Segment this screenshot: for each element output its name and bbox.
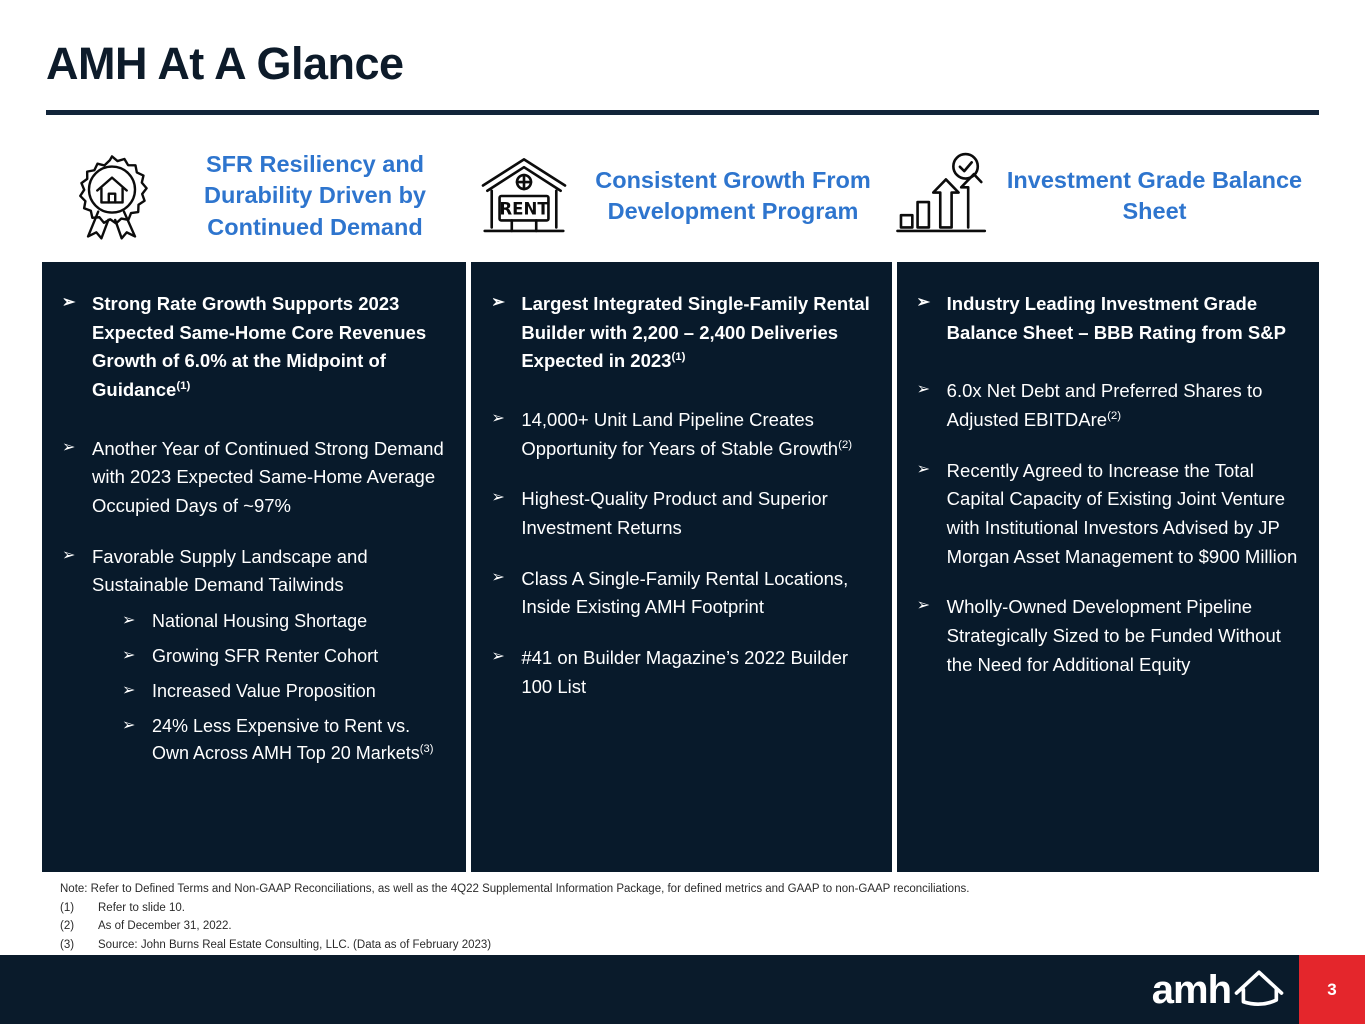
content-panels: ➢ Strong Rate Growth Supports 2023 Expec… [42, 262, 1319, 872]
footer-bar [0, 955, 1365, 1024]
footnote-ref: (3) [419, 743, 434, 756]
sub-list-item: ➢ Growing SFR Renter Cohort [120, 643, 448, 670]
footnote-ref: (2) [1107, 409, 1122, 422]
house-rent-sign-icon: RENT [476, 148, 572, 244]
list-item: ➢ 6.0x Net Debt and Preferred Shares to … [915, 377, 1301, 434]
chevron-bullet-icon: ➢ [491, 568, 505, 586]
column-headers: SFR Resiliency and Durability Driven by … [42, 132, 1319, 260]
sub-list-item: ➢ National Housing Shortage [120, 608, 448, 635]
page-number-block: 3 [1299, 955, 1365, 1024]
footnote-text: Source: John Burns Real Estate Consultin… [98, 938, 492, 951]
list-item-text: Largest Integrated Single-Family Rental … [521, 293, 870, 372]
footnotes: Note: Refer to Defined Terms and Non-GAA… [60, 880, 1260, 955]
list-item: ➢ Recently Agreed to Increase the Total … [915, 457, 1301, 572]
list-item-text: Recently Agreed to Increase the Total Ca… [946, 459, 1298, 567]
footnote-text: As of December 31, 2022. [98, 920, 232, 933]
list-item: ➢ Strong Rate Growth Supports 2023 Expec… [60, 290, 448, 405]
column-header-2-label: Consistent Growth From Development Progr… [595, 166, 871, 224]
sub-list-item: ➢ 24% Less Expensive to Rent vs. Own Acr… [120, 713, 448, 767]
title-divider [46, 110, 1319, 115]
chevron-bullet-icon: ➢ [122, 682, 136, 700]
list-item-text: Favorable Supply Landscape and Sustainab… [92, 545, 368, 596]
footnote-ref: (2) [838, 438, 853, 451]
list-item-text: 14,000+ Unit Land Pipeline Creates Oppor… [521, 409, 839, 459]
bullet-list-1: ➢ Strong Rate Growth Supports 2023 Expec… [60, 290, 448, 767]
bullet-list-2: ➢ Largest Integrated Single-Family Renta… [489, 290, 873, 701]
sub-list-item: ➢ Increased Value Proposition [120, 678, 448, 705]
sub-list-item-text: Increased Value Proposition [152, 681, 376, 702]
list-item-text: Class A Single-Family Rental Locations, … [521, 567, 849, 618]
footnote-ref: (1) [671, 351, 686, 364]
chevron-bullet-icon: ➢ [916, 294, 931, 311]
chevron-bullet-icon: ➢ [491, 648, 505, 666]
column-header-1-label: SFR Resiliency and Durability Driven by … [204, 150, 426, 240]
chevron-bullet-icon: ➢ [62, 546, 76, 564]
list-item: ➢ Wholly-Owned Development Pipeline Stra… [915, 593, 1301, 679]
chevron-bullet-icon: ➢ [122, 717, 136, 735]
sub-list-item-text: National Housing Shortage [152, 611, 368, 632]
list-item-text: Industry Leading Investment Grade Balanc… [946, 293, 1286, 343]
list-item: ➢ Favorable Supply Landscape and Sustain… [60, 543, 448, 767]
footnote-note: Note: Refer to Defined Terms and Non-GAA… [60, 880, 1260, 899]
footnote-number: (1) [60, 901, 75, 914]
sub-bullet-list: ➢ National Housing Shortage ➢ Growing SF… [92, 608, 448, 767]
footnote-item: (2) As of December 31, 2022. [60, 917, 1260, 936]
chevron-bullet-icon: ➢ [491, 489, 505, 507]
page-number: 3 [1327, 979, 1337, 999]
column-header-3: Investment Grade Balance Sheet [894, 132, 1319, 260]
list-item: ➢ Industry Leading Investment Grade Bala… [915, 290, 1301, 347]
chevron-bullet-icon: ➢ [122, 647, 136, 665]
page-title: AMH At A Glance [46, 38, 404, 89]
chevron-bullet-icon: ➢ [122, 612, 136, 630]
svg-text:RENT: RENT [499, 199, 549, 218]
list-item-text: Highest-Quality Product and Superior Inv… [521, 488, 828, 539]
amh-logo-text: amh [1151, 967, 1232, 1012]
list-item: ➢ 14,000+ Unit Land Pipeline Creates Opp… [489, 406, 873, 463]
amh-logo: amh [1152, 955, 1285, 1024]
list-item: ➢ Another Year of Continued Strong Deman… [60, 435, 448, 521]
chevron-bullet-icon: ➢ [62, 438, 76, 456]
list-item-text: #41 on Builder Magazine’s 2022 Builder 1… [521, 647, 849, 697]
footnote-ref: (1) [176, 379, 191, 392]
footnote-text: Refer to slide 10. [98, 901, 185, 914]
list-item-text: Wholly-Owned Development Pipeline Strate… [946, 596, 1281, 675]
list-item: ➢ Class A Single-Family Rental Locations… [489, 565, 873, 622]
chevron-bullet-icon: ➢ [62, 294, 76, 311]
chevron-bullet-icon: ➢ [916, 597, 931, 615]
footnote-note-text: Note: Refer to Defined Terms and Non-GAA… [60, 883, 970, 895]
column-header-3-label: Investment Grade Balance Sheet [1006, 166, 1303, 224]
sub-list-item-text: Growing SFR Renter Cohort [152, 646, 379, 667]
panel-investment-grade: ➢ Industry Leading Investment Grade Bala… [896, 262, 1319, 872]
chevron-bullet-icon: ➢ [916, 381, 931, 399]
chevron-bullet-icon: ➢ [491, 410, 505, 428]
growth-bar-chart-check-icon [894, 148, 990, 244]
footnote-number: (3) [60, 938, 75, 951]
column-header-2: RENT Consistent Growth From Development … [470, 132, 894, 260]
panel-consistent-growth: ➢ Largest Integrated Single-Family Renta… [471, 262, 892, 872]
chevron-bullet-icon: ➢ [916, 460, 931, 478]
list-item: ➢ Highest-Quality Product and Superior I… [489, 485, 873, 542]
footnote-number: (2) [60, 920, 75, 933]
panel-sfr-resiliency: ➢ Strong Rate Growth Supports 2023 Expec… [42, 262, 467, 872]
list-item: ➢ Largest Integrated Single-Family Renta… [489, 290, 873, 376]
house-roof-icon [1233, 966, 1285, 1013]
list-item-text: 6.0x Net Debt and Preferred Shares to Ad… [946, 380, 1263, 431]
footnote-item: (3) Source: John Burns Real Estate Consu… [60, 936, 1260, 955]
list-item-text: Another Year of Continued Strong Demand … [92, 437, 444, 517]
list-item: ➢ #41 on Builder Magazine’s 2022 Builder… [489, 644, 873, 701]
list-item-text: Strong Rate Growth Supports 2023 Expecte… [92, 293, 427, 401]
chevron-bullet-icon: ➢ [491, 294, 505, 311]
award-ribbon-house-icon [64, 148, 160, 244]
footnote-item: (1) Refer to slide 10. [60, 899, 1260, 918]
sub-list-item-text: 24% Less Expensive to Rent vs. Own Acros… [152, 716, 420, 764]
bullet-list-3: ➢ Industry Leading Investment Grade Bala… [915, 290, 1301, 679]
column-header-1: SFR Resiliency and Durability Driven by … [42, 132, 470, 260]
